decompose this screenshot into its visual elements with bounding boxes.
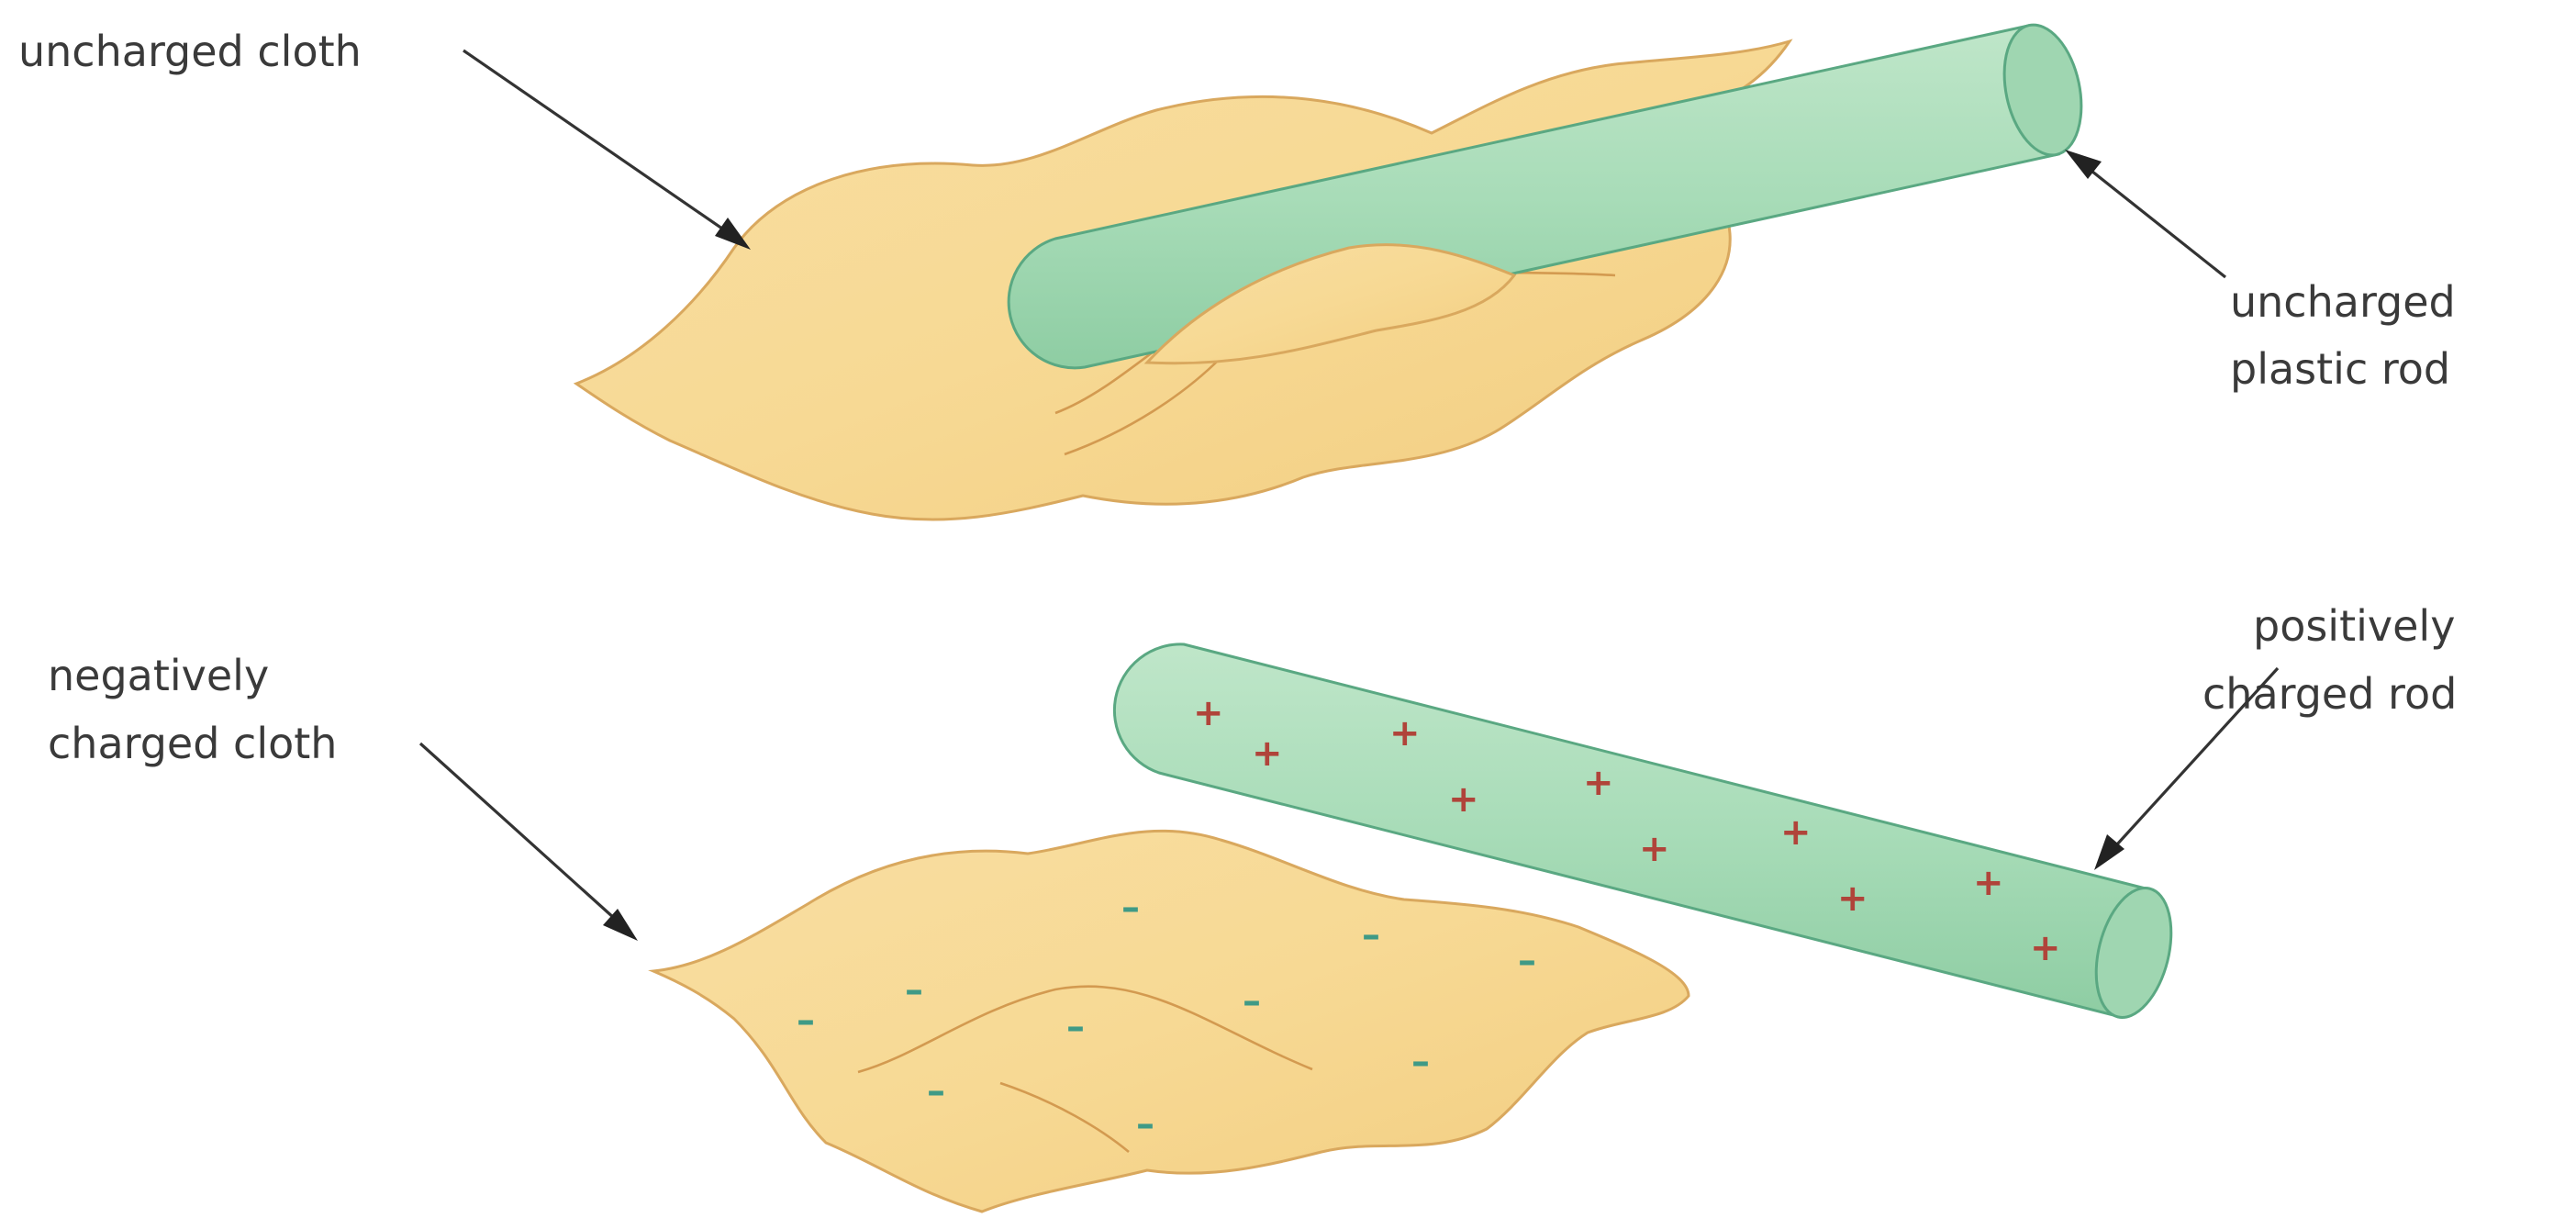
plus-sign: + [1252, 732, 1283, 775]
minus-sign: – [797, 1000, 815, 1042]
minus-sign: – [1362, 914, 1380, 956]
plus-sign: + [1780, 811, 1812, 854]
negatively-charged-cloth-label: negatively [48, 651, 269, 700]
top-scene: uncharged cloth uncharged plastic rod [18, 17, 2456, 520]
minus-sign: – [905, 969, 923, 1011]
negatively-charged-cloth-label-line2: charged cloth [48, 719, 337, 768]
plus-sign: + [1448, 778, 1479, 821]
plus-sign: + [2030, 927, 2061, 969]
uncharged-plastic-rod-arrow [2065, 150, 2225, 277]
minus-sign: – [1136, 1103, 1154, 1145]
plus-sign: + [1389, 712, 1421, 754]
minus-sign: – [1121, 887, 1140, 929]
plus-sign: + [1837, 877, 1868, 920]
uncharged-plastic-rod-label-line2: plastic rod [2230, 344, 2450, 394]
uncharged-plastic-rod-label: uncharged [2230, 277, 2456, 327]
bottom-scene: + + + + + + + + + + – – – – – – – – – – … [48, 601, 2457, 1212]
minus-sign: – [1243, 980, 1261, 1022]
positively-charged-rod-label: positively [2253, 601, 2455, 651]
plus-sign: + [1973, 862, 2004, 904]
uncharged-cloth-label: uncharged cloth [18, 27, 362, 76]
plus-sign: + [1193, 692, 1224, 734]
plus-sign: + [1639, 828, 1670, 870]
minus-sign: – [1066, 1006, 1085, 1048]
positively-charged-rod-arrow [2094, 668, 2278, 870]
plus-sign: + [1583, 762, 1614, 804]
minus-sign: – [1411, 1041, 1430, 1083]
uncharged-cloth-arrow [463, 50, 751, 250]
positively-charged-rod-label-line2: charged rod [2202, 669, 2457, 719]
negatively-charged-cloth-arrow [420, 743, 638, 941]
minus-sign: – [927, 1070, 945, 1112]
minus-sign: – [1518, 940, 1536, 982]
